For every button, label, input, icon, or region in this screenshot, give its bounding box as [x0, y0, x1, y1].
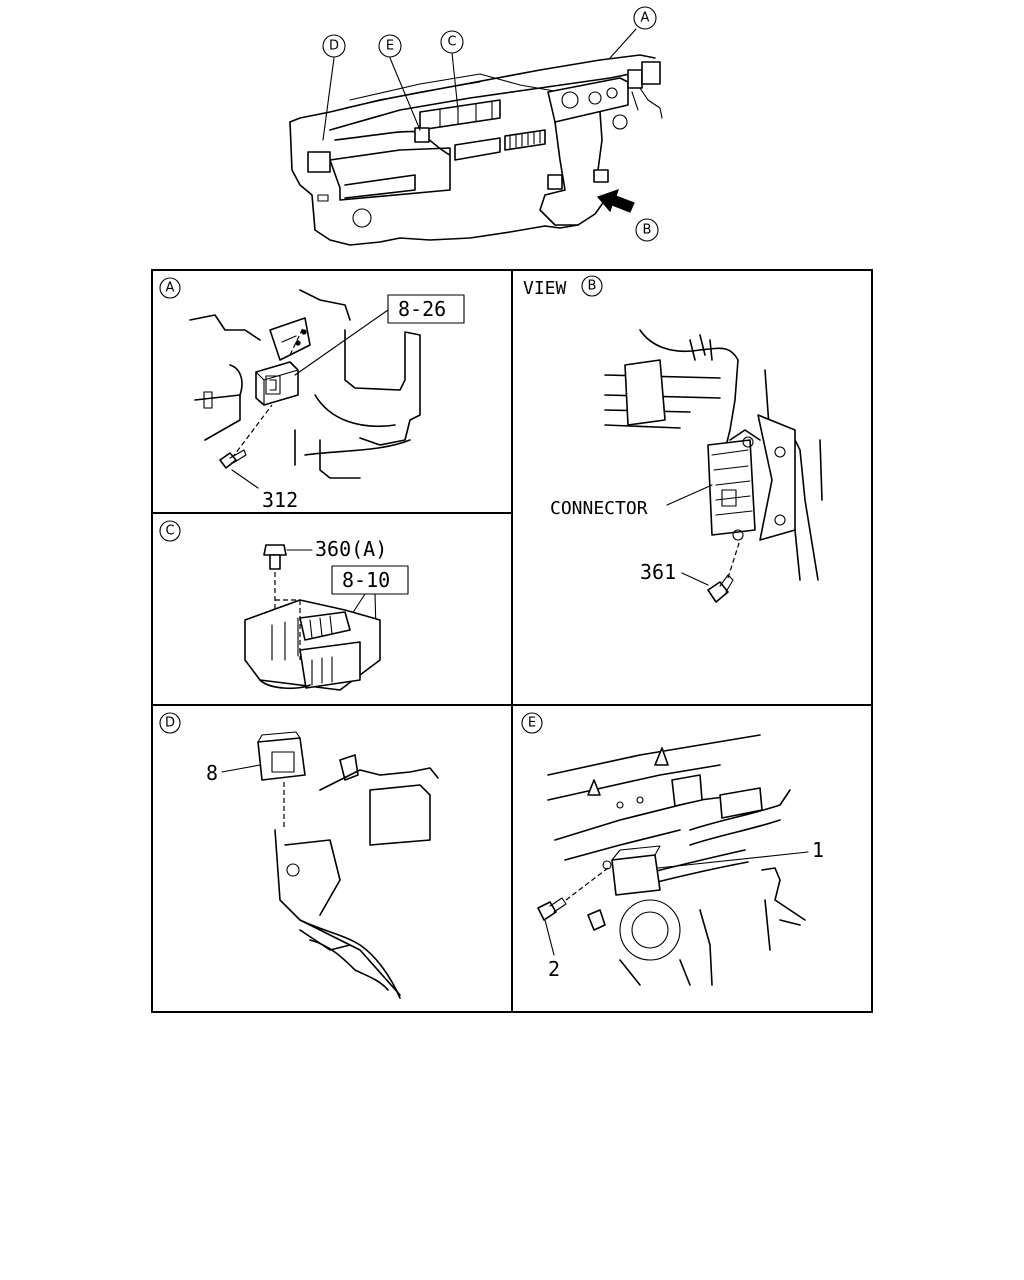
panel-a-part-312: 312 — [262, 488, 298, 512]
dashboard-overview: A B C D E — [289, 6, 663, 246]
callout-d: D — [329, 39, 339, 54]
callout-c: C — [447, 35, 456, 50]
callout-b: B — [643, 223, 652, 238]
panel-b-view-text: VIEW — [523, 278, 567, 299]
panel-e-part-1: 1 — [812, 838, 824, 862]
callout-e: E — [386, 39, 394, 54]
panel-c-letter: C — [165, 524, 174, 539]
panel-a-letter: A — [166, 281, 175, 296]
panel-b-connector-label: CONNECTOR — [550, 498, 648, 519]
callout-a: A — [641, 11, 650, 26]
panel-e-letter: E — [528, 716, 536, 731]
panel-e-part-2: 2 — [548, 957, 560, 981]
panel-d-letter: D — [165, 716, 175, 731]
panel-a: A 8-26 312 — [159, 277, 465, 512]
panel-e: E 2 1 — [521, 712, 824, 986]
panel-c: C 360(A) 8-10 — [159, 520, 409, 691]
panel-b-part-361: 361 — [640, 560, 676, 584]
panel-d-part-8: 8 — [206, 761, 218, 785]
panel-d: D 8 — [159, 712, 439, 999]
panel-a-ref-box: 8-26 — [398, 297, 446, 321]
panel-b-letter: B — [588, 279, 597, 294]
detail-grid-frame — [151, 269, 873, 1013]
panel-c-part-360a: 360(A) — [315, 537, 387, 561]
panel-c-ref-box: 8-10 — [342, 568, 390, 592]
panel-b: VIEW B CONNECTOR 361 — [523, 275, 823, 603]
